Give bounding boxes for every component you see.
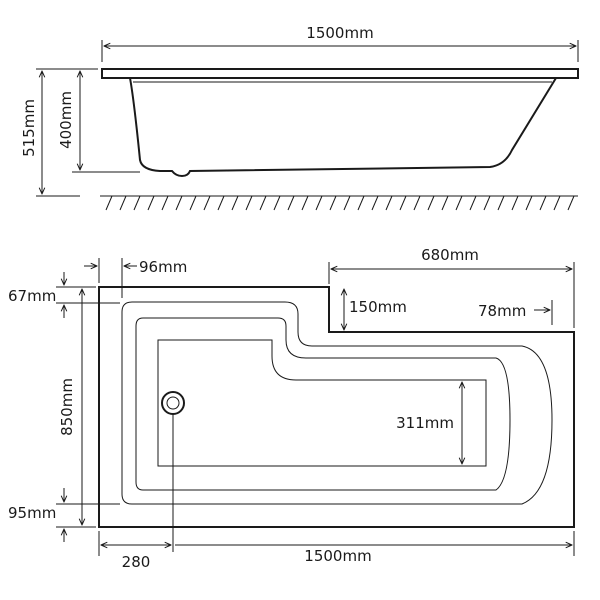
- rim-right-label: 78mm: [478, 302, 526, 320]
- hatch-mark: [511, 195, 519, 211]
- step-depth-label: 150mm: [349, 298, 407, 316]
- side-width-label: 1500mm: [306, 24, 373, 42]
- hatch-mark: [273, 195, 281, 211]
- hatch-mark: [105, 195, 113, 211]
- hatch-mark: [371, 195, 379, 211]
- plan-basin-middle: [135, 317, 511, 491]
- hatch-mark: [567, 195, 575, 211]
- hatch-mark: [133, 195, 141, 211]
- waste-offset-label: 280: [122, 553, 151, 571]
- hatch-mark: [287, 195, 295, 211]
- hatch-mark: [413, 195, 421, 211]
- hatch-mark: [245, 195, 253, 211]
- hatch-mark: [203, 195, 211, 211]
- waste-outlet-inner: [166, 396, 180, 410]
- hatch-mark: [259, 195, 267, 211]
- hatch-mark: [469, 195, 477, 211]
- hatch-mark: [525, 195, 533, 211]
- hatch-mark: [301, 195, 309, 211]
- side-tub-height-label: 400mm: [57, 91, 75, 149]
- hatch-mark: [329, 195, 337, 211]
- hatch-mark: [119, 195, 127, 211]
- hatch-mark: [315, 195, 323, 211]
- depth-label: 850mm: [58, 378, 76, 436]
- side-view-bath-body: [129, 77, 557, 178]
- hatch-mark: [497, 195, 505, 211]
- rim-bottom-label: 95mm: [8, 504, 56, 522]
- hatch-mark: [343, 195, 351, 211]
- hatch-mark: [189, 195, 197, 211]
- side-overall-height-label: 515mm: [20, 99, 38, 157]
- hatch-mark: [553, 195, 561, 211]
- length-label: 1500mm: [304, 547, 371, 565]
- hatch-mark: [399, 195, 407, 211]
- hatch-mark: [175, 195, 183, 211]
- floor-hatching: [105, 195, 575, 211]
- hatch-mark: [427, 195, 435, 211]
- plan-basin-outer: [121, 301, 553, 505]
- plan-view: 96mm 680mm 150mm 78mm 67mm 850mm 95mm 31…: [8, 246, 575, 571]
- hatch-mark: [231, 195, 239, 211]
- side-view: 1500mm 515mm 400mm: [20, 24, 579, 211]
- rim-top-label: 67mm: [8, 287, 56, 305]
- hatch-mark: [357, 195, 365, 211]
- shower-width-label: 680mm: [421, 246, 479, 264]
- basin-depth-label: 311mm: [396, 414, 454, 432]
- hatch-mark: [385, 195, 393, 211]
- hatch-mark: [217, 195, 225, 211]
- hatch-mark: [483, 195, 491, 211]
- rim-left-label: 96mm: [139, 258, 187, 276]
- side-view-rim: [101, 68, 579, 79]
- hatch-mark: [455, 195, 463, 211]
- plan-basin-floor: [157, 339, 487, 467]
- hatch-mark: [539, 195, 547, 211]
- plan-outer-outline: [98, 286, 575, 528]
- waste-outlet: [161, 391, 185, 415]
- hatch-mark: [147, 195, 155, 211]
- hatch-mark: [161, 195, 169, 211]
- hatch-mark: [441, 195, 449, 211]
